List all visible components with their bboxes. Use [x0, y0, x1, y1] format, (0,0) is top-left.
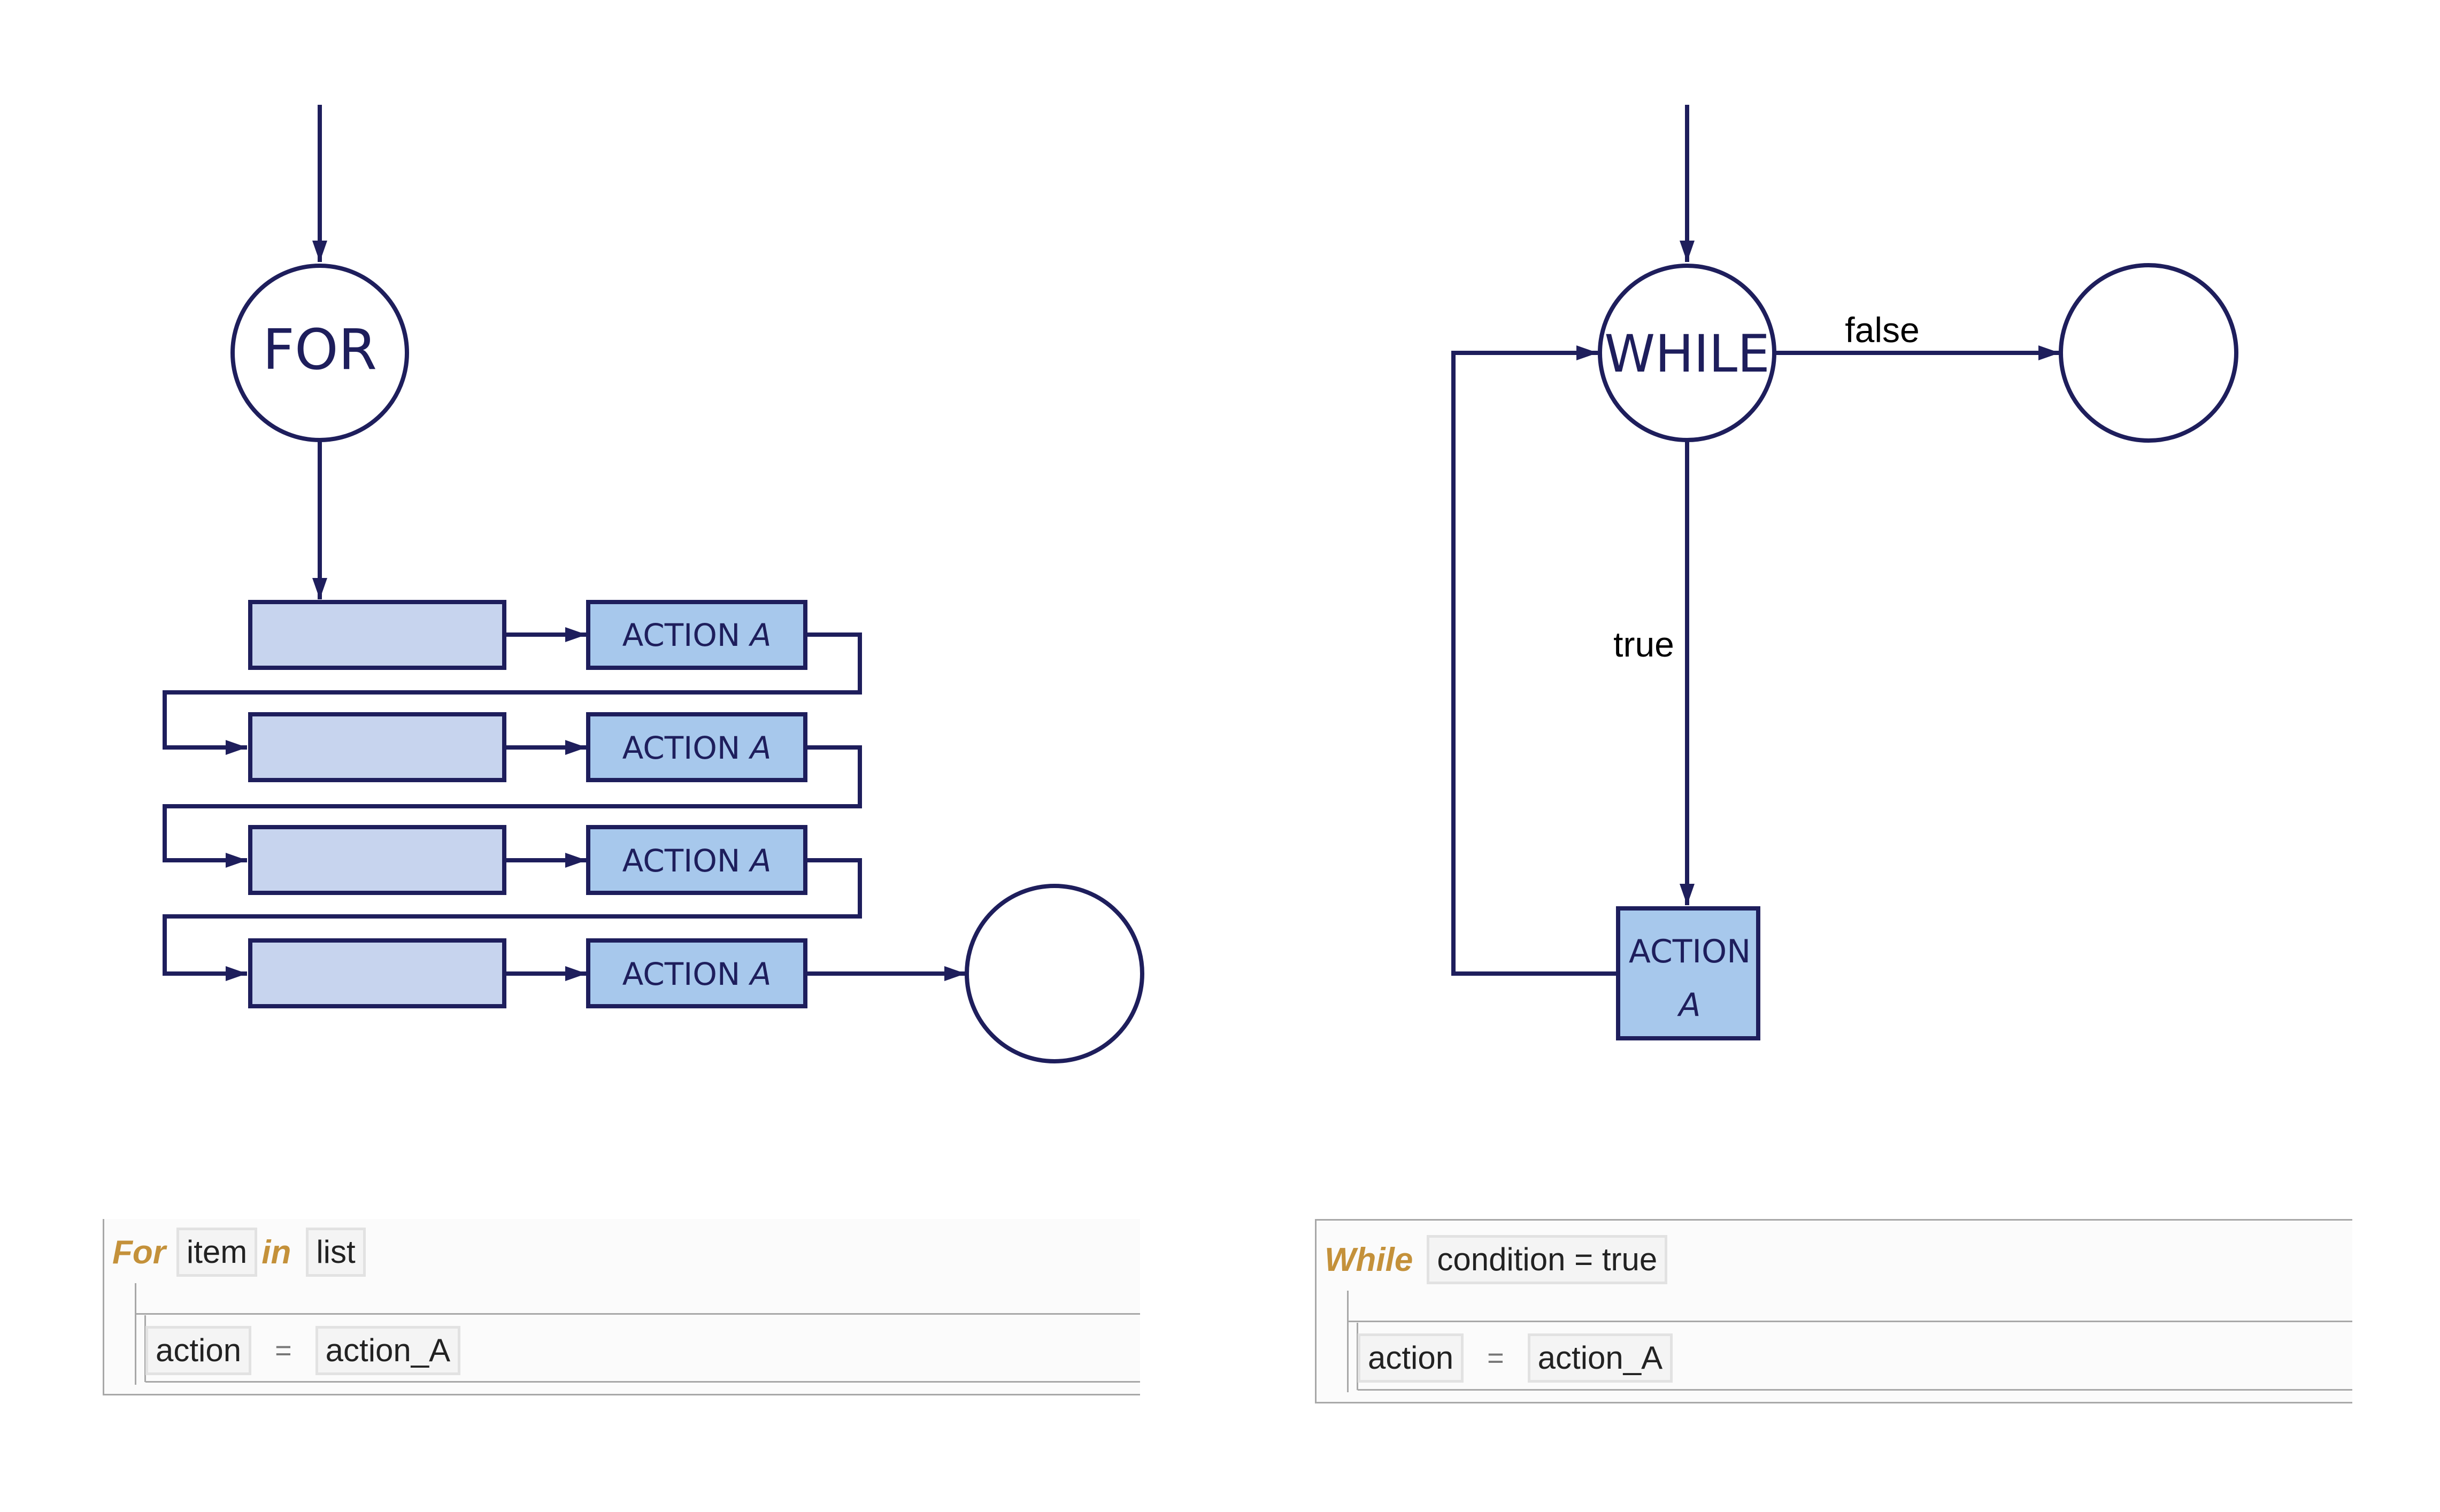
while-assign-operator: = [1487, 1342, 1504, 1374]
while-assign-value[interactable]: action_A [1527, 1333, 1673, 1383]
loop-connector-2 [163, 745, 862, 868]
while-keyword: While [1325, 1241, 1413, 1278]
for-item-box-4 [248, 938, 506, 1008]
for-action-box-3 [586, 825, 807, 895]
for-body-row: action = action_A [145, 1324, 461, 1377]
while-code-block: While condition = true action = action_A [1315, 1219, 2352, 1403]
for-item-box-1 [248, 600, 506, 670]
for-code-header: For item in list [112, 1225, 366, 1279]
for-action-label-2: ACTION A [622, 730, 772, 766]
while-condition-token[interactable]: condition = true [1427, 1235, 1668, 1284]
while-body-row: action = action_A [1358, 1331, 1673, 1385]
for-variable-token[interactable]: item [176, 1228, 258, 1277]
for-assign-target[interactable]: action [145, 1326, 252, 1375]
for-keyword: For [112, 1233, 166, 1271]
for-action-label-3: ACTION A [622, 843, 772, 879]
for-item-box-3 [248, 825, 506, 895]
while-node-label: WHILE [1604, 324, 1770, 384]
for-iterable-token[interactable]: list [306, 1228, 366, 1277]
for-code-block: For item in list action = action_A [103, 1219, 1140, 1395]
while-action-label-line1: ACTION [1629, 933, 1751, 970]
while-end-node [2059, 263, 2238, 443]
loop-connector-3 [163, 858, 862, 981]
for-assign-operator: = [275, 1334, 292, 1367]
for-action-label-4: ACTION A [622, 956, 772, 992]
while-assign-target[interactable]: action [1358, 1333, 1464, 1383]
for-action-label-1: ACTION A [622, 617, 772, 653]
while-false-label: false [1845, 310, 1919, 350]
while-true-label: true [1613, 624, 1674, 664]
in-keyword: in [261, 1233, 291, 1271]
loop-connector-1 [163, 632, 862, 755]
while-action-box [1616, 906, 1760, 1040]
for-item-box-2 [248, 712, 506, 782]
while-code-header: While condition = true [1325, 1233, 1668, 1286]
while-loop-back-arrow [1451, 345, 1618, 976]
for-assign-value[interactable]: action_A [315, 1326, 461, 1375]
while-action-label-line2: A [1676, 986, 1700, 1024]
for-node-label: FOR [263, 317, 377, 382]
for-end-node [965, 884, 1144, 1063]
